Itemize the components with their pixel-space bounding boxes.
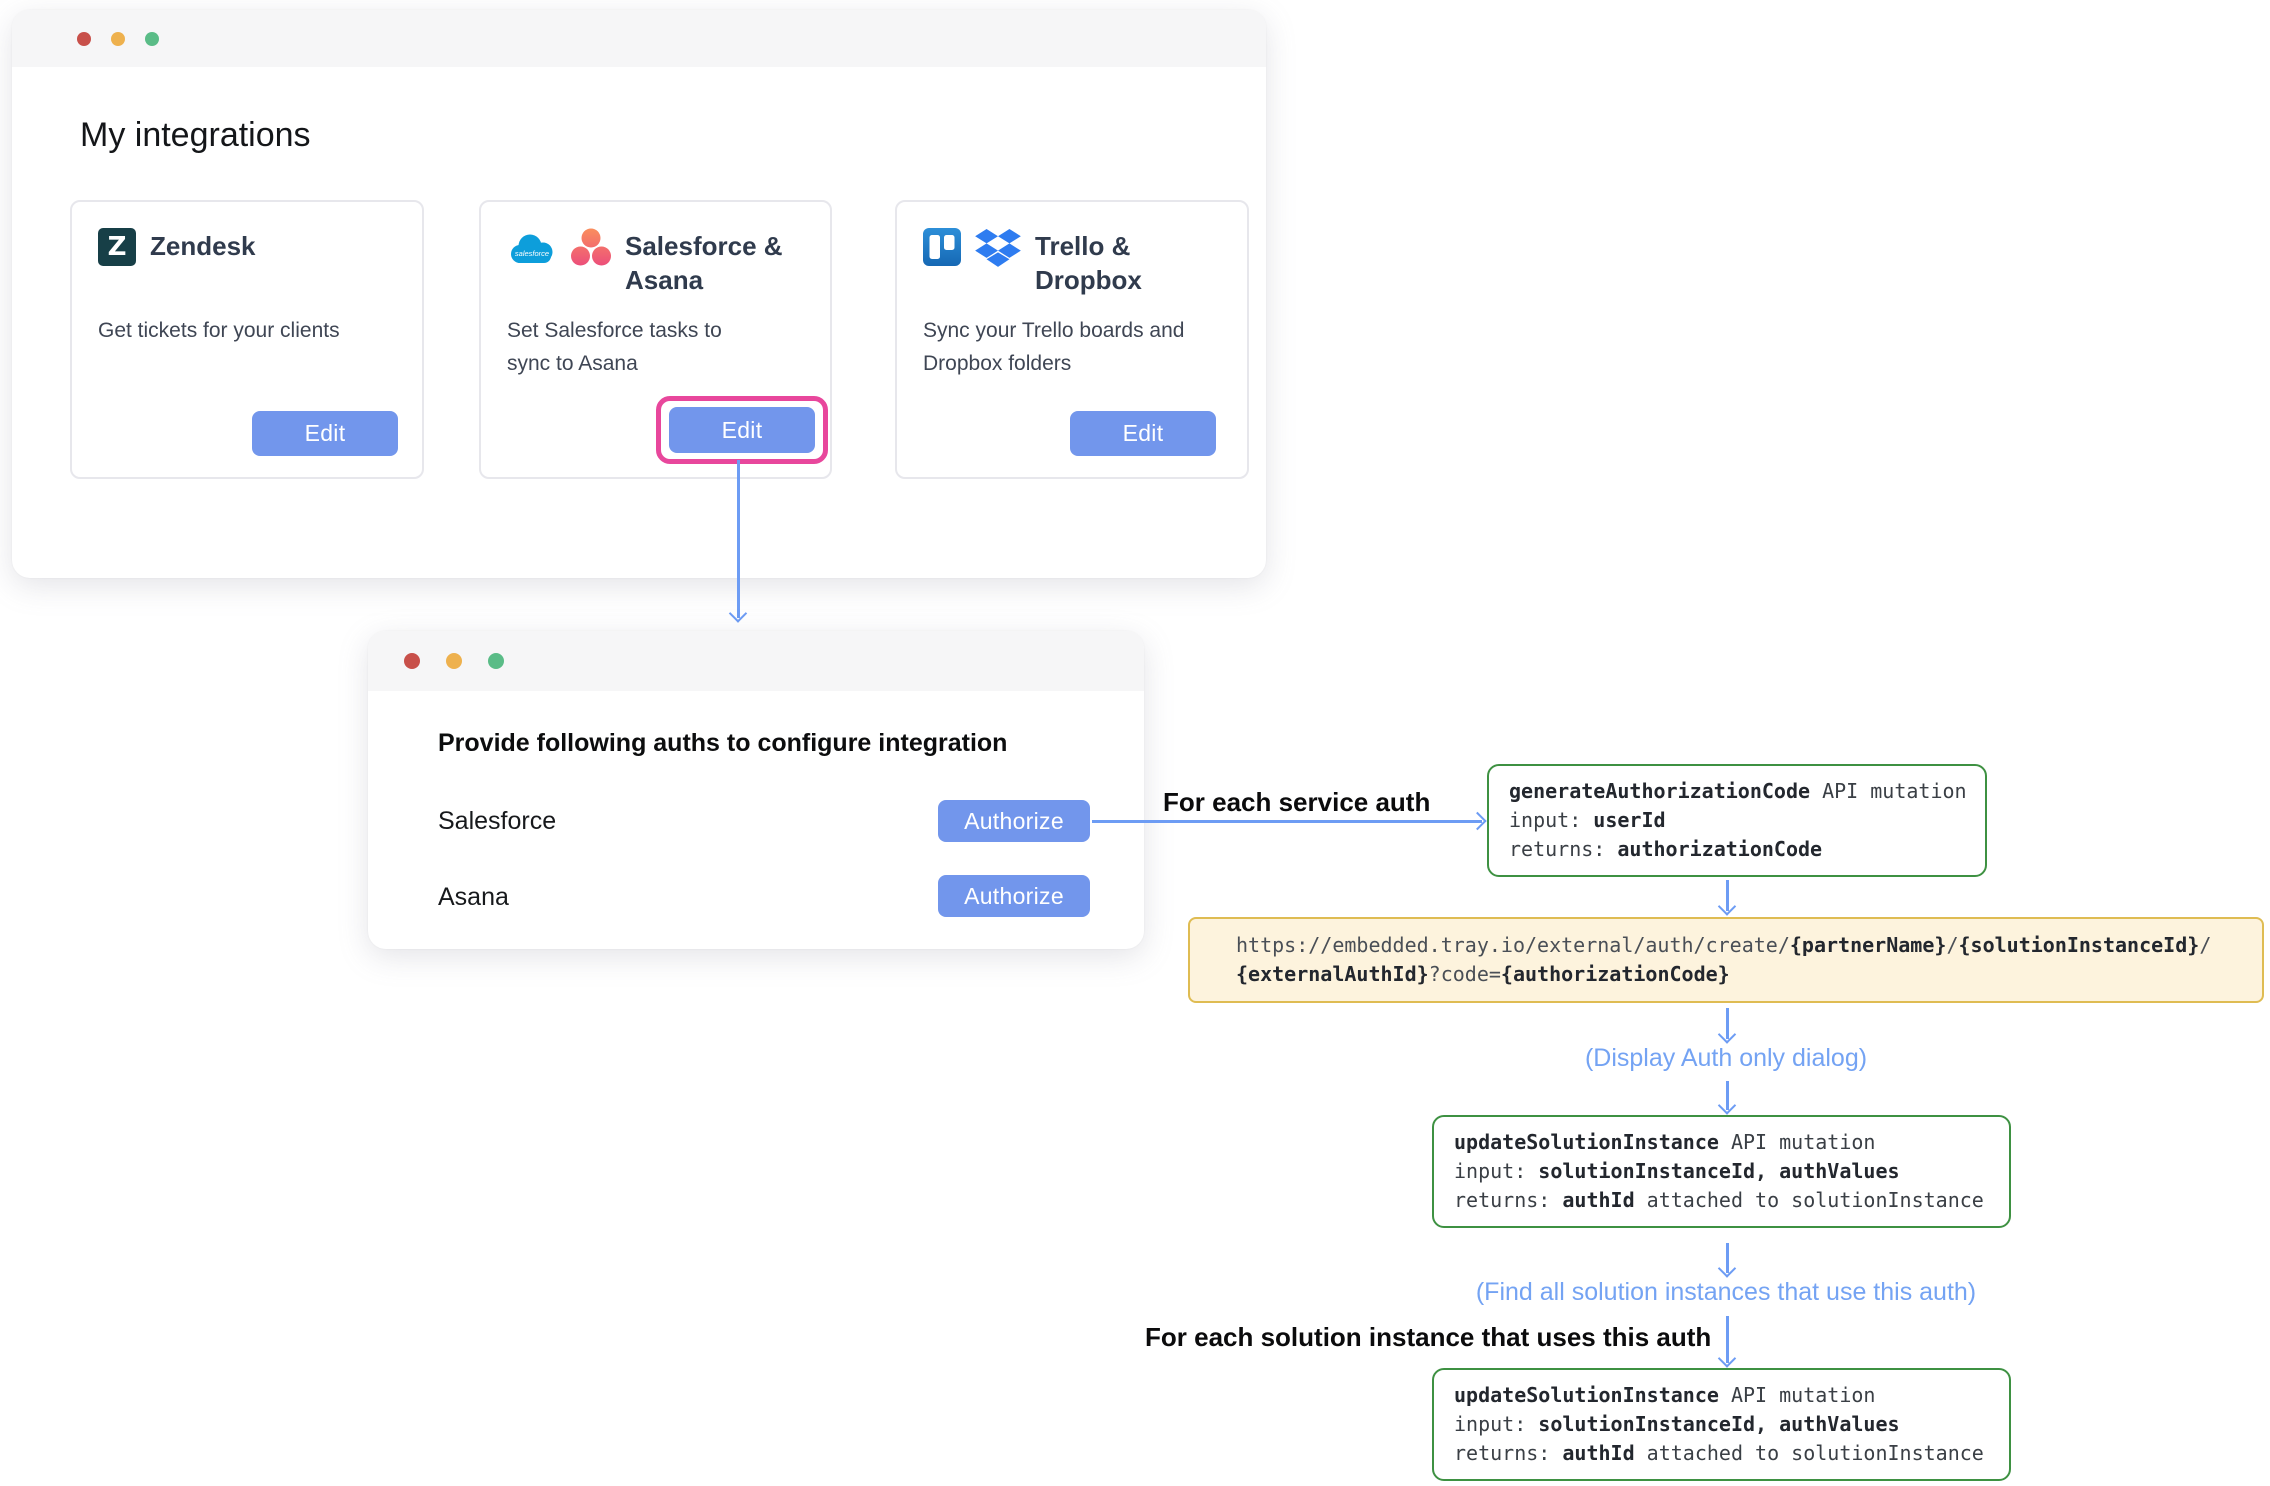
integration-card-trello-dropbox: Trello & Dropbox Sync your Trello boards… — [895, 200, 1249, 479]
dropbox-icon — [975, 228, 1021, 273]
url-to-dialog-note-arrow — [1726, 1008, 1729, 1039]
generate-authorization-code-box: generateAuthorizationCode API mutation i… — [1487, 764, 1987, 877]
window-titlebar — [368, 631, 1144, 691]
close-button[interactable] — [77, 31, 91, 46]
minimize-button[interactable] — [446, 653, 462, 669]
for-each-service-auth-label: For each service auth — [1163, 787, 1431, 817]
maximize-button[interactable] — [145, 31, 159, 46]
for-each-solution-instance-label: For each solution instance that uses thi… — [1145, 1322, 1712, 1352]
card-title: Zendesk — [150, 231, 256, 261]
authorize-button-asana[interactable]: Authorize — [938, 875, 1090, 917]
edit-to-auth-arrow — [737, 460, 740, 618]
edit-button[interactable]: Edit — [1070, 411, 1216, 456]
generate-to-url-arrow — [1726, 880, 1729, 911]
auth-url-box: https://embedded.tray.io/external/auth/c… — [1188, 917, 2264, 1003]
update-to-find-note-arrow — [1726, 1243, 1729, 1273]
authorize-to-generate-arrow — [1092, 820, 1482, 823]
my-integrations-window: My integrations Z Zendesk Get tickets fo… — [12, 10, 1266, 578]
page-title: My integrations — [80, 116, 311, 154]
auth-dialog-heading: Provide following auths to configure int… — [438, 729, 1008, 757]
minimize-button[interactable] — [111, 31, 125, 46]
close-button[interactable] — [404, 653, 420, 669]
display-auth-note: (Display Auth only dialog) — [1584, 1044, 1868, 1072]
edit-button[interactable]: Edit — [252, 411, 398, 456]
card-description: Set Salesforce tasks to sync to Asana — [507, 319, 722, 375]
edit-button[interactable]: Edit — [669, 407, 815, 453]
authorize-button-salesforce[interactable]: Authorize — [938, 800, 1090, 842]
find-note-to-update2-arrow — [1726, 1316, 1729, 1363]
card-description: Sync your Trello boards and Dropbox fold… — [923, 319, 1185, 375]
highlight-ring — [656, 396, 828, 464]
service-label-asana: Asana — [438, 883, 509, 911]
dialog-note-to-update-arrow — [1726, 1081, 1729, 1110]
card-description: Get tickets for your clients — [98, 319, 340, 342]
update-solution-instance-box-2: updateSolutionInstance API mutation inpu… — [1432, 1368, 2011, 1481]
integration-card-salesforce-asana: salesforce Salesfo — [479, 200, 832, 479]
find-instances-note: (Find all solution instances that use th… — [1475, 1278, 1977, 1306]
auth-dialog-window: Provide following auths to configure int… — [368, 631, 1144, 949]
window-titlebar — [12, 10, 1266, 67]
zendesk-icon: Z — [98, 228, 136, 266]
card-title: Salesforce & Asana — [625, 231, 783, 295]
card-title: Trello & Dropbox — [1035, 231, 1142, 295]
service-label-salesforce: Salesforce — [438, 807, 557, 835]
trello-icon — [923, 228, 961, 271]
asana-icon — [571, 228, 611, 271]
integration-card-zendesk: Z Zendesk Get tickets for your clients E… — [70, 200, 424, 479]
maximize-button[interactable] — [488, 653, 504, 669]
svg-text:salesforce: salesforce — [515, 249, 549, 258]
update-solution-instance-box-1: updateSolutionInstance API mutation inpu… — [1432, 1115, 2011, 1228]
salesforce-icon: salesforce — [507, 232, 557, 272]
